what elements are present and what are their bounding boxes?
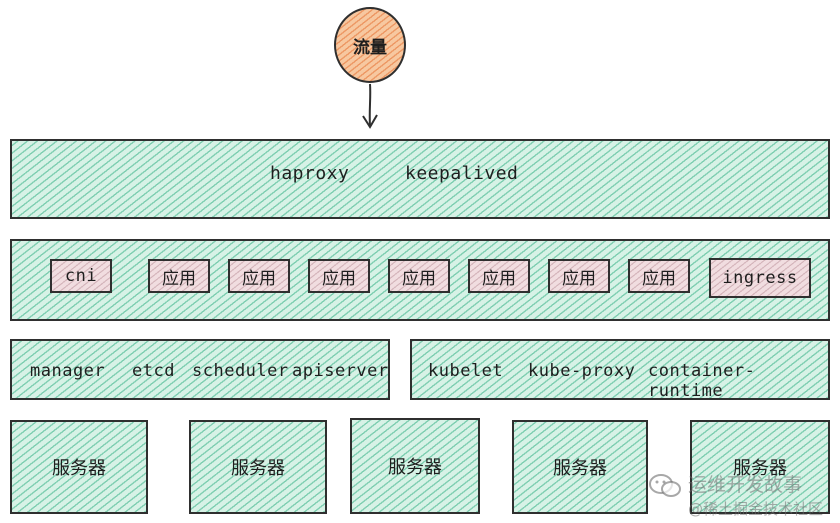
traffic-label: 流量 — [353, 37, 387, 58]
server-box: 服务器 — [512, 420, 648, 514]
chip-app: 应用 — [308, 259, 370, 293]
chip-cni: cni — [50, 259, 112, 293]
server-label: 服务器 — [733, 458, 787, 479]
node-component-layer: kubelet kube-proxy container-runtime — [410, 339, 830, 401]
server-label: 服务器 — [52, 458, 106, 479]
traffic-arrow — [362, 83, 378, 129]
control-plane-layer: manager etcd scheduler apiserver — [10, 339, 390, 400]
load-balancer-layer: haproxy keepalived — [10, 139, 830, 219]
control-item-apiserver: apiserver — [292, 361, 389, 381]
control-item-manager: manager — [30, 361, 106, 381]
server-box: 服务器 — [350, 418, 480, 514]
chip-app: 应用 — [548, 259, 610, 293]
chip-label: 应用 — [322, 268, 356, 289]
node-item-kubelet: kubelet — [428, 361, 504, 381]
lb-item-keepalived: keepalived — [405, 163, 519, 184]
watermark-subtitle: @稀土掘金技术社区 — [688, 500, 824, 518]
lb-item-haproxy: haproxy — [270, 163, 350, 184]
server-box: 服务器 — [189, 420, 327, 514]
chip-label: 应用 — [162, 268, 196, 289]
chip-app: 应用 — [388, 259, 450, 293]
chip-label: 应用 — [562, 268, 596, 289]
chip-app: 应用 — [628, 259, 690, 293]
chip-label: 应用 — [482, 268, 516, 289]
chip-app: 应用 — [228, 259, 290, 293]
watermark-title: 运维开发故事 — [688, 474, 803, 496]
server-box: 服务器 — [10, 420, 148, 514]
chip-app: 应用 — [468, 259, 530, 293]
chip-label: 应用 — [642, 268, 676, 289]
server-label: 服务器 — [388, 457, 442, 478]
chip-app: 应用 — [148, 259, 210, 293]
chip-label: 应用 — [402, 268, 436, 289]
wechat-icon — [649, 474, 681, 497]
server-label: 服务器 — [231, 458, 285, 479]
traffic-node: 流量 — [334, 7, 406, 83]
control-item-etcd: etcd — [132, 361, 175, 381]
server-box: 服务器 — [690, 420, 830, 514]
server-label: 服务器 — [553, 458, 607, 479]
node-item-kube-proxy: kube-proxy — [528, 361, 636, 381]
node-item-container-runtime: container-runtime — [648, 361, 756, 401]
chip-label: ingress — [722, 268, 798, 288]
watermark: 运维开发故事 @稀土掘金技术社区 — [648, 470, 838, 520]
control-item-scheduler: scheduler — [192, 361, 289, 381]
chip-ingress: ingress — [709, 258, 811, 298]
chip-label: cni — [64, 266, 98, 286]
chip-label: 应用 — [242, 268, 276, 289]
